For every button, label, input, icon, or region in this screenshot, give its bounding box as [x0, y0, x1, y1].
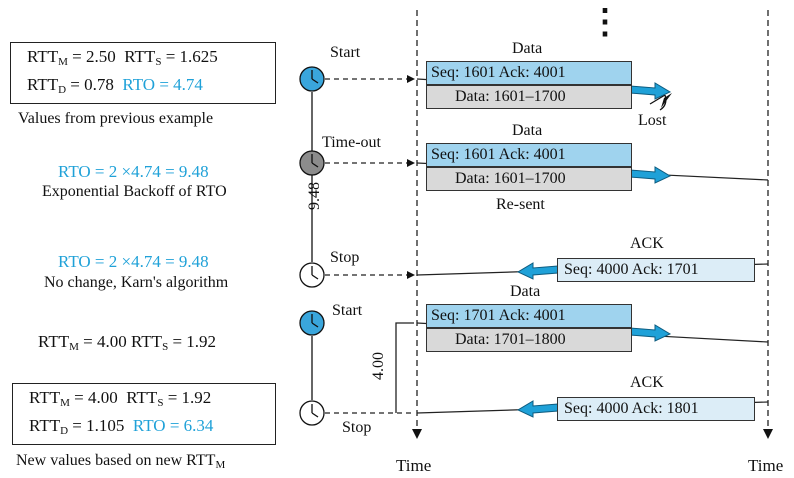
receiver-time-label: Time	[748, 456, 784, 475]
rtts-sub: S	[155, 56, 162, 68]
box2-rtts-sub: S	[157, 397, 164, 409]
segment1-title: Data	[512, 40, 543, 57]
previous-values-caption: Values from previous example	[18, 110, 214, 127]
new-values-line2: RTTD = 1.105 RTO = 6.34	[29, 416, 214, 437]
ack1-box: Seq: 4000 Ack: 1701	[557, 258, 755, 282]
rttd-sub: D	[58, 84, 67, 96]
new-rttm-value: = 4.00	[78, 332, 131, 351]
prev-values-line2: RTTD = 0.78 RTO = 4.74	[27, 75, 203, 96]
new-values-caption-text: New values based on new RTT	[16, 452, 216, 469]
clock-icon-start-1	[299, 66, 325, 92]
ack2-title: ACK	[630, 374, 664, 391]
rttm-sub: M	[58, 56, 68, 68]
new-rtts-value: = 1.92	[168, 332, 217, 351]
segment3-title: Data	[510, 283, 541, 300]
box2-rttm-sub: M	[60, 397, 70, 409]
new-rtt-line: RTTM = 4.00 RTTS = 1.92	[38, 332, 217, 353]
new-values-caption-sub: M	[215, 459, 226, 471]
stop-label-2: Stop	[342, 419, 372, 436]
lost-arrow	[649, 94, 667, 111]
clock-icon-stop-2	[299, 400, 325, 426]
lost-arrow-head	[661, 93, 672, 108]
segment3-body: Data: 1701–1800	[426, 328, 632, 352]
box2-rttm-value: = 4.00	[69, 388, 127, 407]
segment3-blue-arrow	[629, 324, 672, 342]
rtt-bracket	[395, 322, 414, 413]
timeout-duration: 9.48	[306, 182, 323, 210]
new-rttm-label: RTT	[38, 332, 70, 351]
box2-rttd-value: = 1.105	[68, 416, 133, 435]
start-label-1: Start	[330, 44, 361, 61]
karn-caption: No change, Karn's algorithm	[44, 274, 229, 291]
box2-rttm-label: RTT	[29, 388, 61, 407]
rtts-label: RTT	[124, 47, 156, 66]
sender-time-label: Time	[396, 456, 432, 475]
start-label-2: Start	[332, 302, 363, 319]
clock-icon-timeout	[299, 150, 325, 176]
ack2-blue-arrow	[516, 400, 559, 418]
rto-backoff-formula: RTO = 2 ×4.74 = 9.48	[58, 162, 209, 181]
segment1-blue-arrow	[629, 82, 672, 100]
rtts-value: = 1.625	[161, 47, 218, 66]
box2-rto-value: RTO = 6.34	[132, 416, 214, 435]
new-rtts-sub: S	[162, 341, 169, 353]
new-rttm-sub: M	[69, 341, 79, 353]
rttm-label: RTT	[27, 47, 59, 66]
segment2-header: Seq: 1601 Ack: 4001	[426, 143, 632, 167]
timeout-label: Time-out	[322, 134, 381, 151]
ack1-blue-arrow	[516, 262, 559, 280]
rto-nochange-formula: RTO = 2 ×4.74 = 9.48	[58, 252, 209, 271]
new-rtts-label: RTT	[130, 332, 163, 351]
prev-values-line1: RTTM = 2.50 RTTS = 1.625	[27, 47, 218, 68]
new-values-caption: New values based on new RTTM	[16, 452, 226, 471]
continuation-ellipsis: ⋮	[588, 4, 622, 41]
previous-values-box: RTTM = 2.50 RTTS = 1.625 RTTD = 0.78 RTO…	[10, 42, 276, 104]
ack2-box: Seq: 4000 Ack: 1801	[557, 397, 755, 421]
box2-rtts-label: RTT	[126, 388, 158, 407]
stop-label-1: Stop	[330, 249, 360, 266]
segment3-header: Seq: 1701 Ack: 4001	[426, 304, 632, 328]
rttd-label: RTT	[27, 75, 59, 94]
new-values-line1: RTTM = 4.00 RTTS = 1.92	[29, 388, 212, 409]
ack1-title: ACK	[630, 235, 664, 252]
backoff-caption: Exponential Backoff of RTO	[42, 183, 227, 200]
segment2-body: Data: 1601–1700	[426, 167, 632, 191]
box2-rtts-value: = 1.92	[163, 388, 212, 407]
resent-label: Re-sent	[496, 196, 545, 213]
rttm-value: = 2.50	[67, 47, 125, 66]
rttd-value: = 0.78	[66, 75, 123, 94]
rtt-duration: 4.00	[370, 352, 387, 380]
box2-rttd-label: RTT	[29, 416, 61, 435]
segment2-title: Data	[512, 122, 543, 139]
segment2-blue-arrow	[629, 166, 672, 184]
box2-rttd-sub: D	[60, 425, 69, 437]
clock-icon-start-2	[299, 310, 325, 336]
new-values-box: RTTM = 4.00 RTTS = 1.92 RTTD = 1.105 RTO…	[12, 383, 276, 445]
rto-value: RTO = 4.74	[122, 75, 203, 94]
clock-icon-stop-1	[299, 262, 325, 288]
segment1-header: Seq: 1601 Ack: 4001	[426, 61, 632, 85]
segment1-body: Data: 1601–1700	[426, 85, 632, 109]
lost-label: Lost	[638, 112, 667, 129]
